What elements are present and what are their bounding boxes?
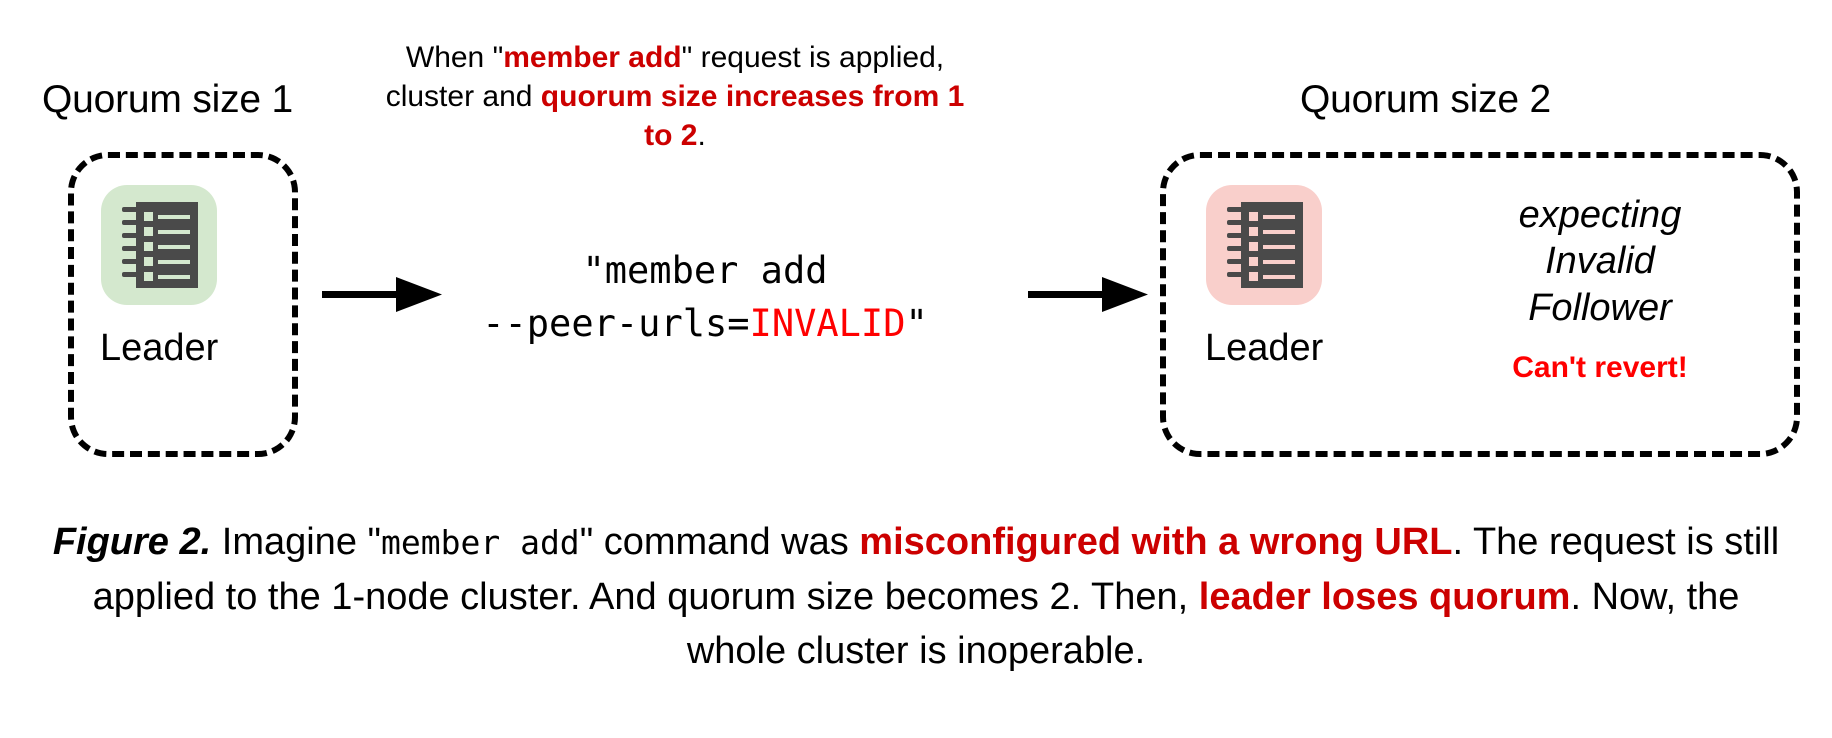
annotation-part3: . xyxy=(697,119,706,152)
status-block: expecting Invalid Follower Can't revert! xyxy=(1440,192,1760,385)
command-invalid-token: INVALID xyxy=(749,301,906,345)
annotation-text: When "member add" request is applied, cl… xyxy=(370,38,980,155)
annotation-highlight-quorum-increase: quorum size increases from 1 to 2 xyxy=(540,80,965,152)
status-line-expecting: expecting xyxy=(1518,194,1682,236)
ledger-icon-tile-left xyxy=(101,185,218,314)
caption-figure-number: Figure 2. xyxy=(52,521,212,563)
command-line-2-prefix: --peer-urls= xyxy=(482,301,750,345)
node-right: Leader xyxy=(1205,185,1323,367)
node-label-left: Leader xyxy=(100,327,219,369)
caption-mono-member-add: member add xyxy=(381,523,580,562)
node-left: Leader xyxy=(100,185,218,367)
caption-text-2: " command was xyxy=(579,521,860,563)
figure-caption: Figure 2. Imagine "member add" command w… xyxy=(40,515,1792,679)
command-line-1: "member add xyxy=(582,249,828,292)
caption-text-3: . The request is still applied to the 1-… xyxy=(92,521,1780,618)
status-line-follower: Follower xyxy=(1528,286,1672,329)
status-line-invalid: Invalid xyxy=(1545,240,1655,283)
annotation-part1: When " xyxy=(405,41,504,74)
command-line-2-suffix: " xyxy=(905,301,928,345)
ledger-icon-tile-right xyxy=(1206,185,1323,314)
annotation-highlight-member-add: member add xyxy=(503,41,682,74)
quorum-size-right-label: Quorum size 2 xyxy=(1300,78,1551,121)
quorum-size-left-label: Quorum size 1 xyxy=(42,78,293,121)
command-text: "member add --peer-urls=INVALID" xyxy=(470,245,940,350)
caption-text-4: . Now, the whole cluster is inoperable. xyxy=(686,575,1740,673)
caption-text-1: Imagine " xyxy=(211,521,381,563)
cant-revert-warning: Can't revert! xyxy=(1512,351,1688,385)
arrow-right-icon xyxy=(1028,272,1148,323)
caption-highlight-loses-quorum: leader loses quorum xyxy=(1198,575,1571,618)
annotation-part2: " request is applied, cluster and xyxy=(385,41,945,113)
node-label-right: Leader xyxy=(1205,327,1324,369)
arrow-right-icon xyxy=(322,272,442,323)
caption-highlight-misconfigured: misconfigured with a wrong URL xyxy=(859,521,1453,563)
ledger-icon xyxy=(1225,202,1304,288)
ledger-icon xyxy=(120,202,199,288)
